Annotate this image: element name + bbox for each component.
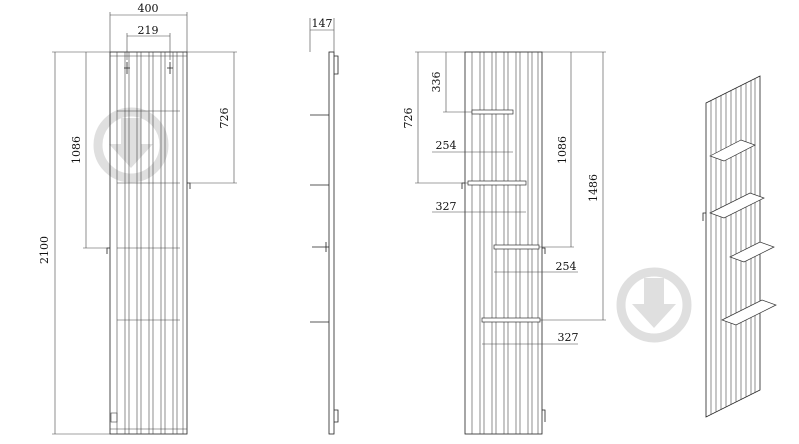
- dim-front-mount-width: 219: [138, 24, 159, 37]
- dim-shelf-2-offset: 726: [402, 108, 415, 129]
- dim-shelf-3-width: 254: [556, 260, 577, 273]
- side-view: 147: [309, 17, 339, 435]
- download-arrow-icon: [93, 107, 169, 183]
- shelf-3: [493, 244, 540, 250]
- shelf-view: 336 726 254 327 1086 1486 254 327: [402, 51, 606, 435]
- dim-side-depth: 147: [312, 17, 333, 30]
- dim-shelf-4-offset: 1486: [587, 174, 600, 202]
- dim-front-lower-hook: 1086: [70, 136, 83, 164]
- dim-shelf-3-offset: 1086: [556, 136, 569, 164]
- isometric-view: [702, 75, 777, 418]
- dim-front-width: 400: [138, 2, 159, 15]
- dim-front-height: 2100: [38, 236, 51, 264]
- download-arrow-icon: [616, 267, 692, 343]
- front-view: 400 219 2100 1086 726: [38, 2, 237, 435]
- dim-shelf-4-width: 327: [558, 331, 579, 344]
- shelf-4: [481, 317, 541, 323]
- dim-shelf-2-width: 327: [436, 200, 457, 213]
- shelf-1: [471, 109, 514, 115]
- shelf-2: [467, 180, 527, 186]
- dim-shelf-1-width: 254: [436, 139, 457, 152]
- dim-shelf-1-offset: 336: [430, 72, 443, 93]
- dim-front-upper-hook: 726: [218, 108, 231, 129]
